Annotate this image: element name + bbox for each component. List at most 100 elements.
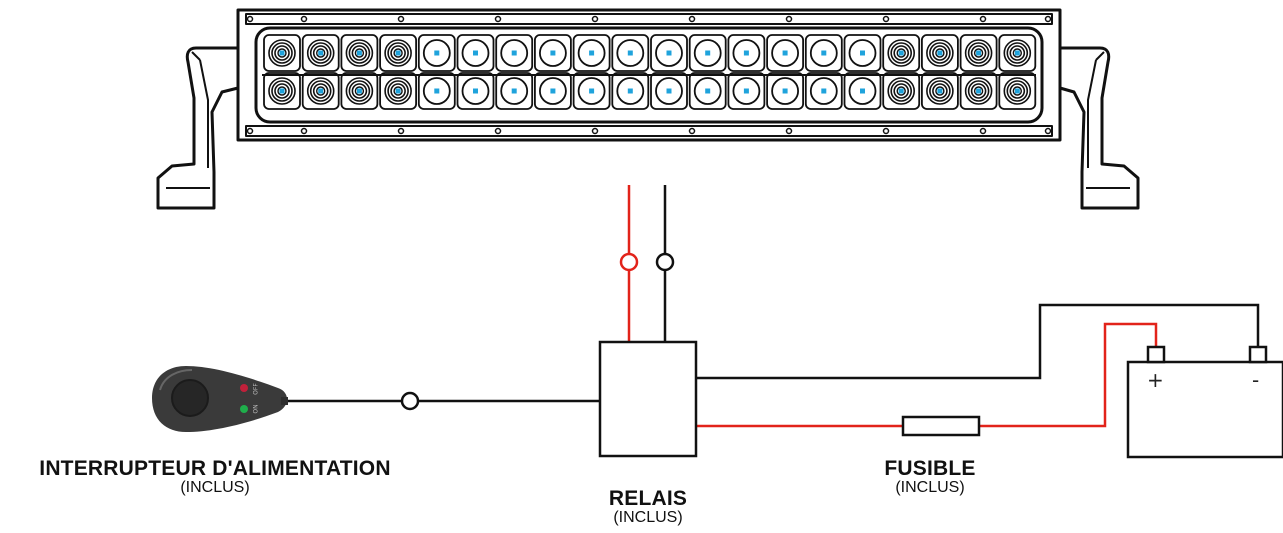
led-array bbox=[263, 34, 1037, 110]
battery-positive-terminal bbox=[1146, 345, 1166, 364]
battery-plus-symbol: + bbox=[1147, 368, 1164, 392]
led-reflector-ring bbox=[271, 80, 293, 102]
led-reflector-ring bbox=[926, 39, 954, 67]
led-cell bbox=[495, 34, 534, 72]
relay-positive-wire bbox=[696, 322, 1158, 428]
led-chip bbox=[782, 88, 788, 94]
switch-button bbox=[171, 379, 209, 417]
led-reflector-ring bbox=[926, 77, 954, 105]
rail-screw bbox=[300, 15, 308, 23]
led-chip bbox=[627, 50, 633, 56]
led-cell bbox=[572, 34, 611, 72]
led-reflector-ring bbox=[268, 39, 296, 67]
fuse-title: FUSIBLE bbox=[884, 457, 976, 480]
led-cell bbox=[534, 34, 572, 72]
led-lens bbox=[732, 77, 761, 105]
led-lens bbox=[461, 39, 490, 67]
led-reflector-ring bbox=[932, 45, 948, 61]
relay-ground-wire bbox=[696, 303, 1260, 380]
led-cell bbox=[804, 34, 843, 72]
led-lens bbox=[732, 39, 761, 67]
rail-screw bbox=[397, 127, 405, 135]
led-chip bbox=[898, 50, 904, 56]
led-lens bbox=[616, 39, 645, 67]
led-reflector-ring bbox=[309, 42, 332, 64]
led-chip bbox=[743, 50, 749, 56]
led-cell bbox=[727, 34, 766, 72]
light-bar-bottom-rail bbox=[245, 125, 1053, 137]
led-cell bbox=[263, 34, 301, 72]
rail-screw bbox=[300, 127, 308, 135]
switch-led-off bbox=[240, 384, 248, 392]
led-chip bbox=[550, 88, 556, 94]
led-cell bbox=[998, 72, 1037, 110]
led-lens bbox=[539, 77, 567, 105]
led-reflector-ring bbox=[1003, 77, 1032, 105]
led-chip bbox=[395, 88, 401, 94]
led-reflector-ring bbox=[306, 39, 335, 67]
rail-screw bbox=[688, 127, 696, 135]
led-chip bbox=[976, 88, 982, 94]
led-reflector-ring bbox=[970, 45, 987, 61]
rail-screws bbox=[246, 15, 1052, 135]
led-cell bbox=[882, 72, 921, 110]
rail-screw bbox=[979, 127, 987, 135]
end-cap-screw bbox=[246, 127, 254, 135]
led-chip bbox=[318, 50, 324, 56]
led-chip bbox=[279, 88, 285, 94]
led-chip bbox=[898, 88, 904, 94]
led-lens bbox=[848, 77, 877, 105]
led-cell bbox=[534, 72, 572, 110]
rail-screw bbox=[591, 127, 599, 135]
positive-wire-connector bbox=[619, 252, 639, 272]
led-cell bbox=[843, 72, 882, 110]
led-cell bbox=[417, 72, 456, 110]
rail-screw bbox=[397, 15, 405, 23]
led-reflector-ring bbox=[274, 45, 290, 61]
led-reflector-ring bbox=[970, 83, 987, 99]
led-reflector-ring bbox=[964, 39, 993, 67]
battery-negative-terminal bbox=[1248, 345, 1268, 364]
led-reflector-ring bbox=[351, 45, 368, 61]
led-chip bbox=[279, 50, 285, 56]
led-lens bbox=[577, 39, 606, 67]
led-reflector-ring bbox=[887, 39, 916, 67]
ground-wire-connector bbox=[655, 252, 675, 272]
led-chip bbox=[318, 88, 324, 94]
led-reflector-ring bbox=[384, 77, 412, 105]
end-cap-screw bbox=[246, 15, 254, 23]
led-lens bbox=[539, 39, 567, 67]
led-cell bbox=[340, 72, 379, 110]
left-bracket-detail bbox=[166, 51, 210, 189]
led-cell bbox=[882, 34, 921, 72]
led-reflector-ring bbox=[345, 77, 374, 105]
led-reflector-ring bbox=[309, 80, 332, 102]
led-reflector-ring bbox=[1006, 80, 1029, 102]
led-cell bbox=[921, 72, 959, 110]
led-chip bbox=[666, 88, 672, 94]
led-reflector-ring bbox=[390, 45, 406, 61]
led-cell bbox=[379, 72, 418, 110]
led-lens bbox=[500, 39, 529, 67]
connectors bbox=[400, 252, 675, 411]
led-lens bbox=[848, 39, 877, 67]
led-chip bbox=[550, 50, 556, 56]
led-cell bbox=[688, 72, 727, 110]
led-cell bbox=[495, 72, 534, 110]
led-cell bbox=[998, 34, 1037, 72]
led-chip bbox=[511, 50, 517, 56]
rail-screw bbox=[882, 15, 890, 23]
led-chip bbox=[860, 50, 865, 56]
rail-screw bbox=[688, 15, 696, 23]
light-bar-top-rail bbox=[245, 13, 1053, 25]
led-cell bbox=[611, 34, 650, 72]
wires bbox=[286, 185, 1260, 428]
led-reflector-ring bbox=[929, 42, 951, 64]
led-reflector-ring bbox=[348, 80, 371, 102]
led-cell bbox=[650, 34, 688, 72]
switch-cable-connector bbox=[400, 391, 420, 411]
led-chip bbox=[937, 88, 943, 94]
led-lens bbox=[771, 77, 799, 105]
